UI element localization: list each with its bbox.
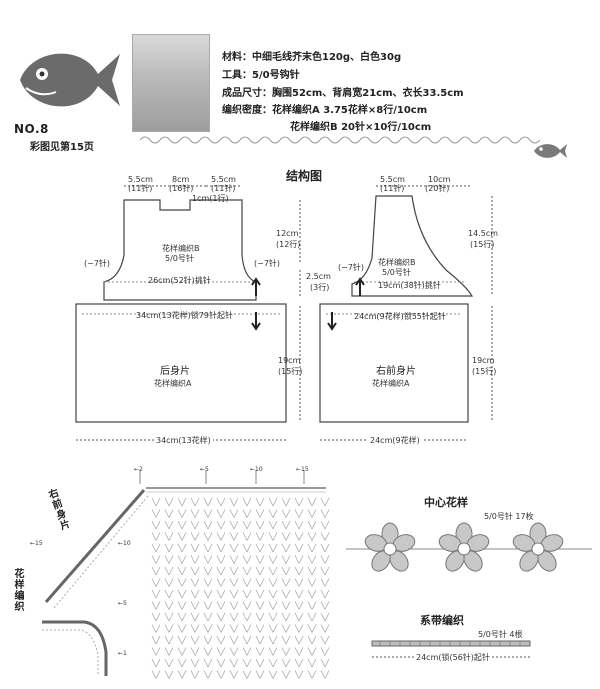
material-text: 材料：中细毛线芥末色120g、白色30g [222,52,402,63]
col-mark-5: ←5 [200,466,209,473]
side-h2: 2.5cm [306,272,331,281]
tie-strap [371,640,531,647]
side-h2-rows: (3行) [310,283,330,292]
back-top-left-width: 5.5cm [128,175,153,184]
garment-photo [132,34,210,132]
front-hook-b: 5/0号针 [382,268,411,277]
front-chain-upper: 19cm(38针)挑针 [378,281,441,290]
project-number: NO.8 [14,122,49,136]
back-pattern-b: 花样编织B [162,244,200,253]
front-piece-name: 右前身片 [376,366,416,377]
side-h1: 12cm [276,229,299,238]
col-mark-15: ←15 [296,466,309,473]
side-h1-rows: (12行) [276,240,301,249]
row-mark-1: ←1 [118,650,127,657]
side-h3-rows: (15行) [278,367,303,376]
back-piece-name: 后身片 [160,366,190,377]
see-page-note: 彩图见第15页 [30,142,94,153]
front-bottom-width: 24cm(9花样) [368,435,422,446]
col-mark-10: ←10 [250,466,263,473]
back-neck-label: 1cm(1行) [192,194,229,203]
fish-logo-icon [20,53,120,107]
gauge-b-text: 花样编织B 20针×10行/10cm [290,122,432,133]
front-top-right-width: 10cm [428,175,451,184]
front-top-right-stitches: (20针) [425,184,450,193]
stitch-chart [42,470,330,679]
gauge-a-text: 编织密度：花样编织A 3.75花样×8行/10cm [222,105,428,116]
front-dec-left: (−7针) [338,263,365,272]
front-pattern-a: 花样编织A [372,379,410,388]
flower-motif-3 [512,522,564,572]
flower-motif-2 [438,522,490,572]
back-bottom-width: 34cm(13花样) [154,435,213,446]
small-fish-icon [534,144,567,158]
col-mark-2: ←2 [134,466,143,473]
tie-spec: 5/0号针 4根 [478,630,523,639]
front-h-right-rows: (15行) [470,240,495,249]
back-top-right-stitches: (11针) [211,184,236,193]
back-chain-upper: 26cm(52针)挑针 [148,276,211,285]
back-dec-left: (−7针) [84,259,111,268]
back-chain-lower: 34cm(13花样)锁79针起针 [136,311,233,320]
back-top-right-width: 5.5cm [211,175,236,184]
tool-text: 工具：5/0号钩针 [222,70,300,81]
back-pattern-a: 花样编织A [154,379,192,388]
chart-pattern-label: 花样编织 [12,568,23,612]
back-hook-b: 5/0号针 [165,254,194,263]
front-top-left-stitches: (11针) [380,184,405,193]
row-mark-5: ←5 [118,600,127,607]
row-mark-15: ←15 [30,540,43,547]
tie-title: 系带编织 [420,614,464,627]
back-top-mid-stitches: (16针) [169,184,194,193]
flower-motif-1 [364,522,416,572]
front-pattern-b: 花样编织B [378,258,416,267]
front-chain-lower: 24cm(9花样)锁55针起针 [354,312,446,321]
tie-length: 24cm(锁(56针)起针 [414,652,492,663]
front-h-lower-rows: (15行) [472,367,497,376]
flower-motif-chain [346,522,592,572]
size-text: 成品尺寸：胸围52cm、背肩宽21cm、衣长33.5cm [222,88,464,99]
back-dec-right: (−7针) [254,259,281,268]
front-top-left-width: 5.5cm [380,175,405,184]
structure-title: 结构图 [286,169,323,183]
front-h-right: 14.5cm [468,229,499,238]
side-h3: 19cm [278,356,301,365]
row-mark-10: ←10 [118,540,131,547]
motif-title: 中心花样 [424,496,468,509]
back-top-left-stitches: (11针) [128,184,153,193]
wave-divider [140,136,540,144]
back-top-mid-width: 8cm [172,175,190,184]
front-h-lower: 19cm [472,356,495,365]
motif-spec: 5/0号针 17枚 [484,512,534,521]
